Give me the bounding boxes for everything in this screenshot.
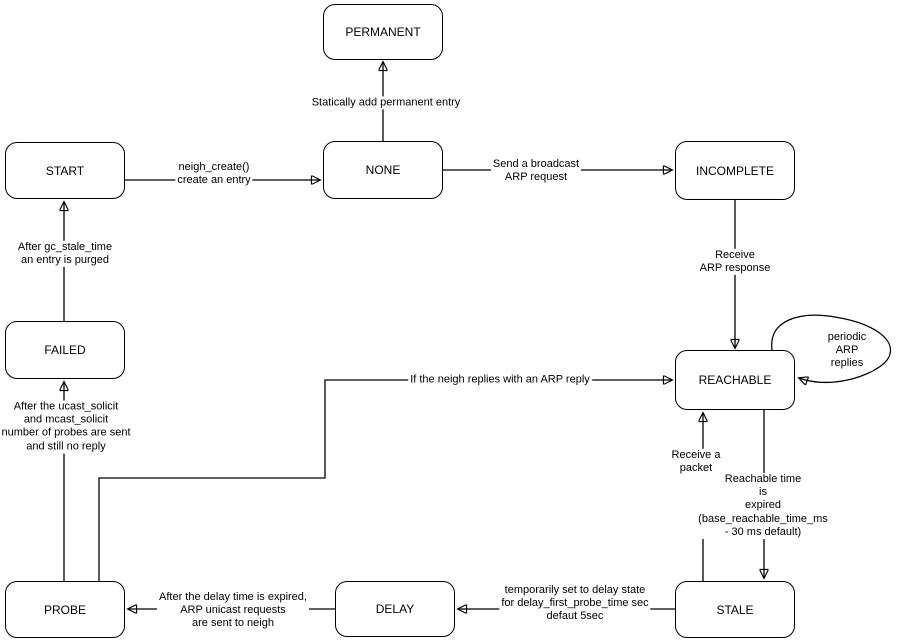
state-incomplete: INCOMPLETE [675, 141, 795, 200]
edge-label-failed-to-start: After gc_stale_time an entry is purged [15, 240, 115, 268]
state-reachable: REACHABLE [675, 350, 795, 410]
state-probe: PROBE [5, 581, 125, 638]
edge-label-probe-to-reachable: If the neigh replies with an ARP reply [408, 373, 592, 387]
state-failed: FAILED [5, 321, 125, 379]
state-delay: DELAY [335, 581, 455, 637]
state-none: NONE [323, 141, 443, 199]
edge-label-stale-to-delay: temporarily set to delay state for delay… [499, 584, 651, 624]
edge-label-delay-to-probe: After the delay time is expired, ARP uni… [157, 591, 309, 631]
state-start: START [5, 142, 125, 199]
edge-label-stale-to-reachable: Receive a packet [669, 448, 723, 476]
edge-label-none-to-incomplete: Send a broadcast ARP request [490, 157, 582, 185]
edge-label-reachable-to-stale: Reachable time is expired (base_reachabl… [696, 473, 830, 539]
edge-reachable-self-loop [771, 314, 892, 382]
edge-label-incomplete-to-reachable: Receive ARP response [697, 248, 773, 276]
state-stale: STALE [675, 581, 795, 638]
edge-probe-to-reachable [98, 380, 672, 581]
edge-label-start-to-none: neigh_create() create an entry [175, 160, 253, 188]
edge-label-probe-to-failed: After the ucast_solicit and mcast_solici… [0, 400, 133, 454]
edge-label-reachable-self-loop: periodic ARP replies [821, 331, 873, 371]
state-permanent: PERMANENT [323, 4, 443, 60]
edge-label-none-to-permanent: Statically add permanent entry [309, 96, 463, 110]
